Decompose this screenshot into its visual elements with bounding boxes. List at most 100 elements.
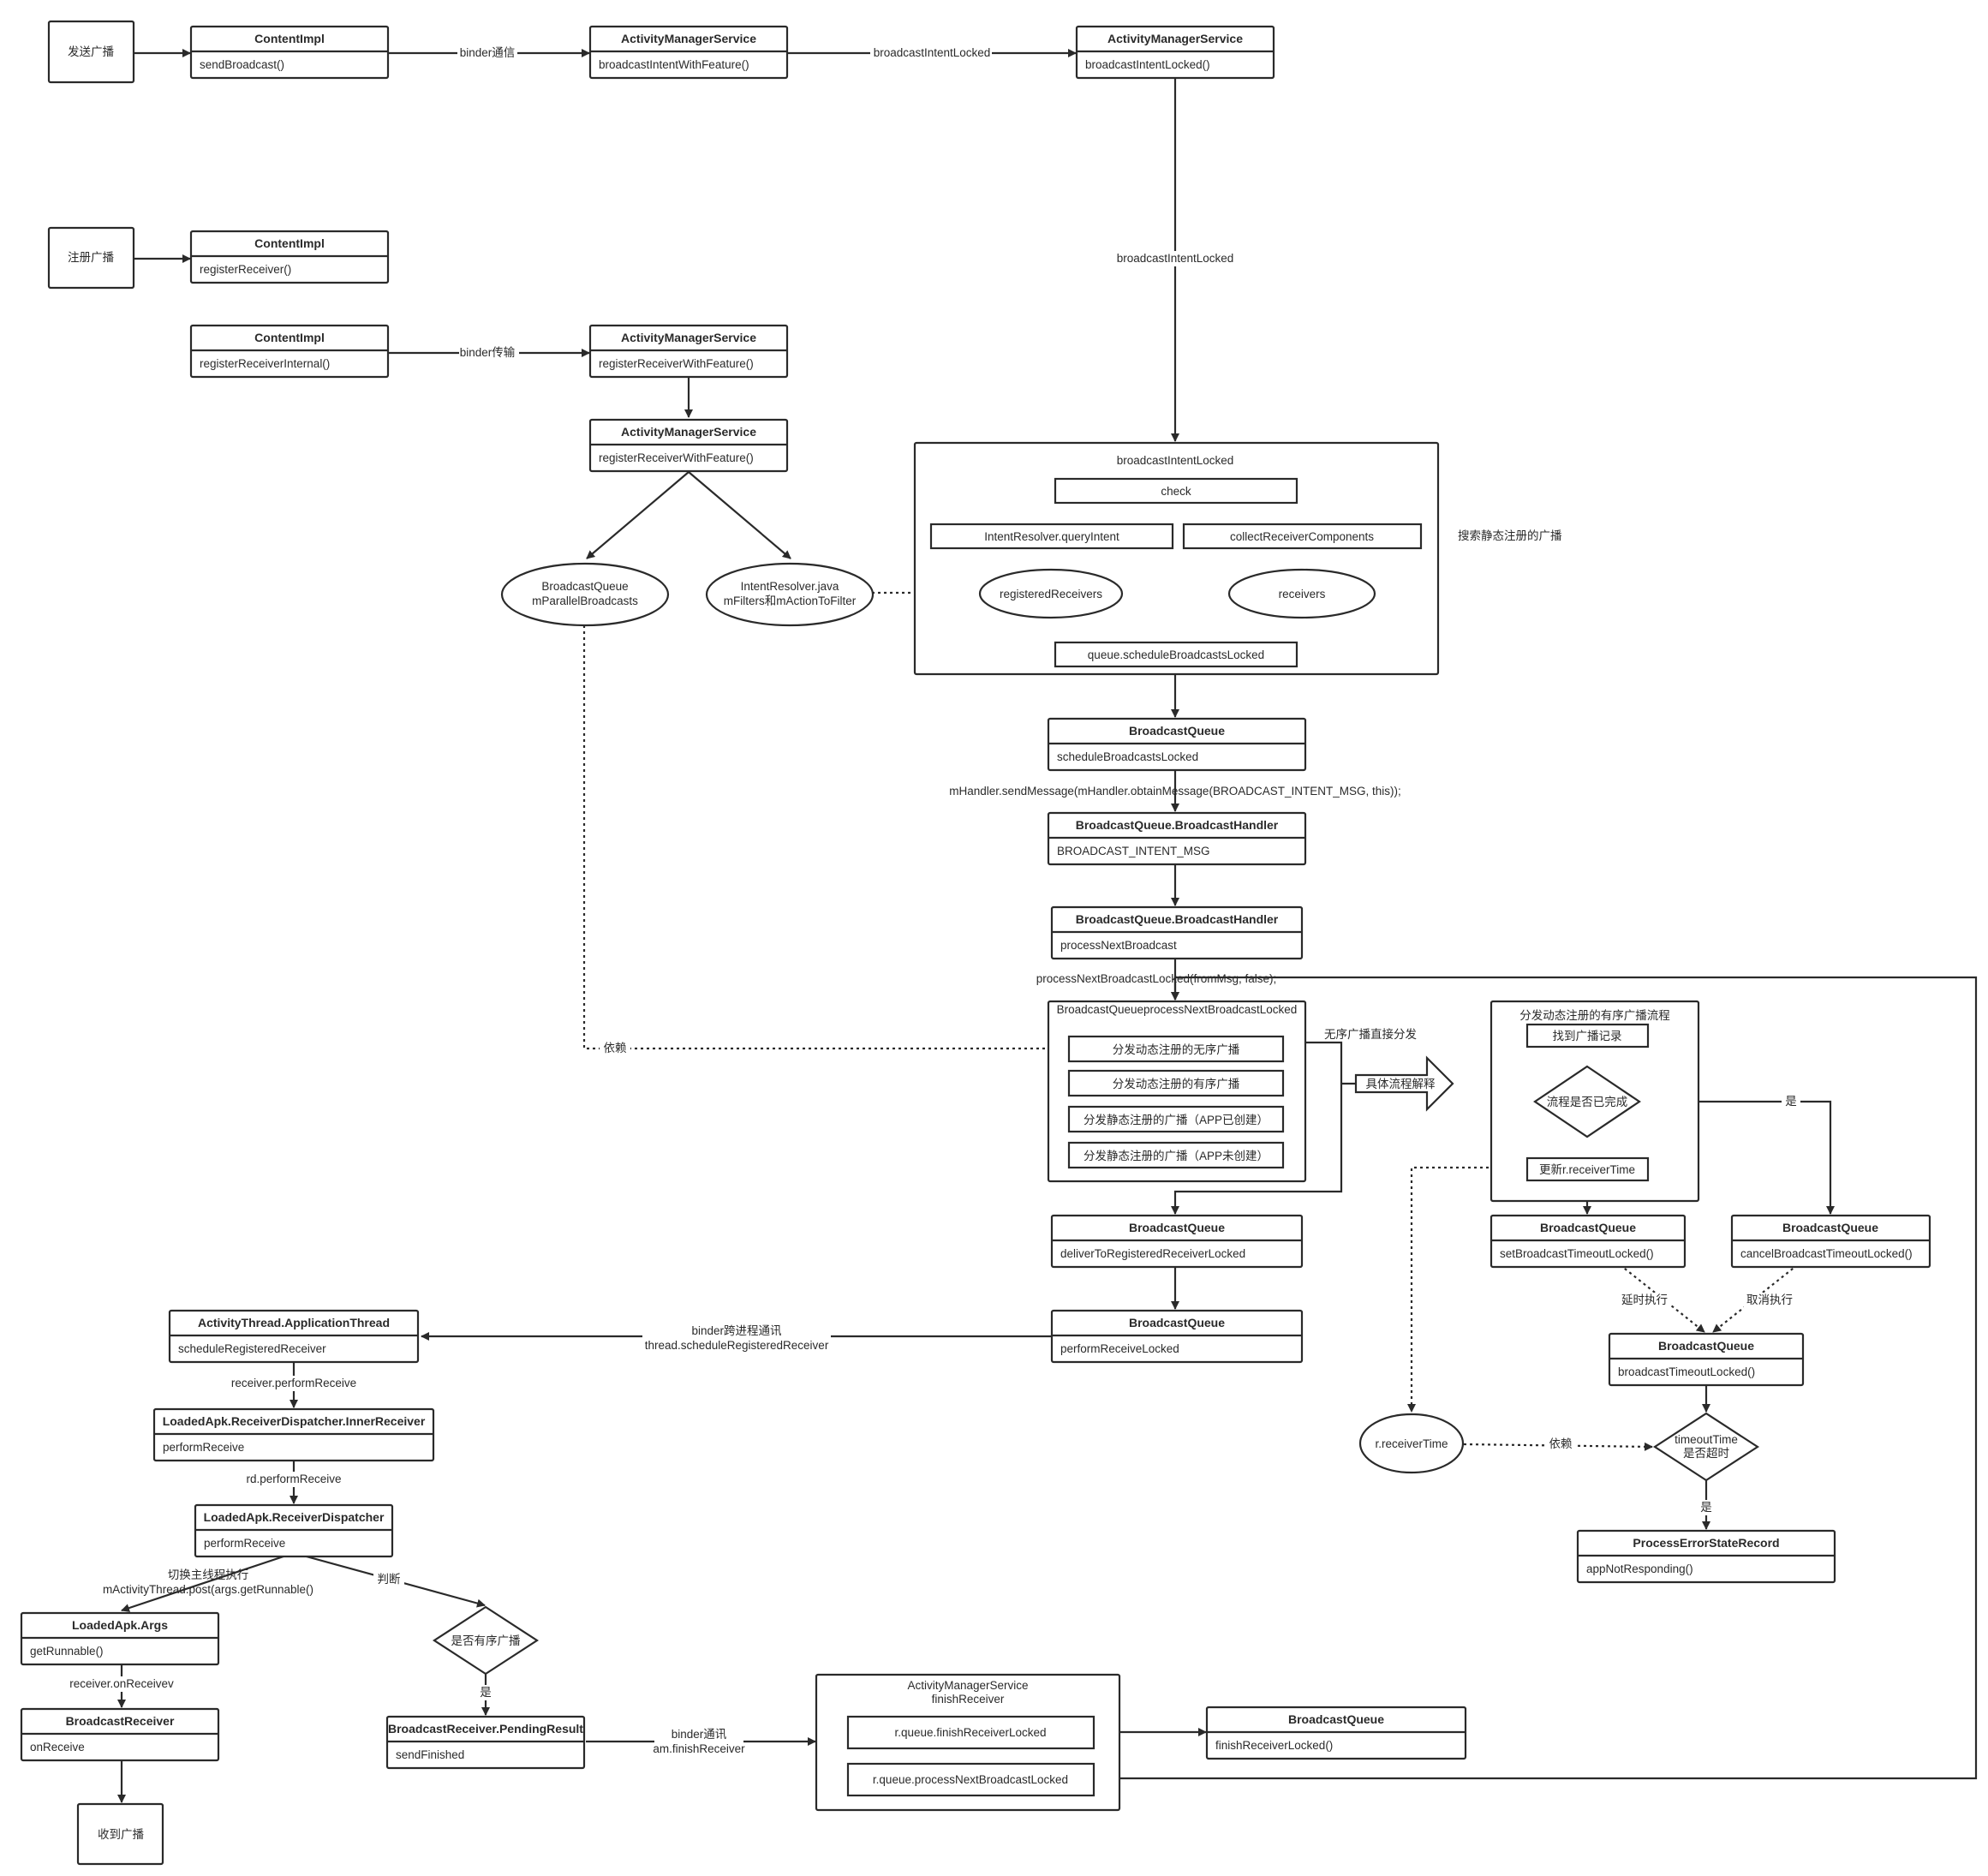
register-broadcast-node: 注册广播 (47, 226, 135, 290)
svg-text:BroadcastReceiver.PendingResul: BroadcastReceiver.PendingResult (388, 1722, 583, 1736)
pnb-item-2: 分发动态注册的有序广播 (1113, 1078, 1240, 1090)
svg-text:BroadcastQueue: BroadcastQueue (1782, 1221, 1878, 1234)
svg-text:mFilters和mActionToFilter: mFilters和mActionToFilter (724, 594, 857, 607)
find-record-node: 找到广播记录 (1553, 1030, 1622, 1043)
query-intent-node: IntentResolver.queryIntent (984, 530, 1119, 543)
svg-text:具体流程解释: 具体流程解释 (1366, 1078, 1436, 1090)
svg-text:ContentImpl: ContentImpl (254, 32, 325, 45)
svg-text:sendFinished: sendFinished (396, 1748, 464, 1761)
svg-text:onReceive: onReceive (30, 1741, 85, 1754)
svg-text:IntentResolver.java: IntentResolver.java (741, 580, 839, 593)
edge-label-switch-main-1: 切换主线程执行 (168, 1568, 249, 1581)
svg-text:appNotResponding(): appNotResponding() (1586, 1562, 1693, 1575)
svg-text:ContentImpl: ContentImpl (254, 236, 325, 250)
svg-text:registerReceiver(): registerReceiver() (200, 263, 291, 276)
svg-text:是否超时: 是否超时 (1683, 1447, 1729, 1460)
ctx-send-node: ContentImpl sendBroadcast() (189, 25, 390, 80)
svg-text:broadcastTimeoutLocked(): broadcastTimeoutLocked() (1618, 1365, 1755, 1378)
bq-perform-node: BroadcastQueue performReceiveLocked (1050, 1309, 1304, 1364)
svg-text:LoadedApk.ReceiverDispatcher.I: LoadedApk.ReceiverDispatcher.InnerReceiv… (163, 1414, 426, 1428)
ctx-reg-node: ContentImpl registerReceiver() (189, 230, 390, 284)
svg-text:LoadedApk.Args: LoadedApk.Args (72, 1618, 168, 1632)
edge-labels: binder通信 broadcastIntentLocked broadcast… (67, 45, 1800, 1755)
svg-text:BroadcastQueue.BroadcastHandle: BroadcastQueue.BroadcastHandler (1076, 912, 1279, 926)
svg-text:scheduleRegisteredReceiver: scheduleRegisteredReceiver (178, 1342, 326, 1355)
edge-label-switch-main-2: mActivityThread.post(args.getRunnable() (103, 1583, 313, 1596)
svg-text:ActivityManagerService: ActivityManagerService (1107, 32, 1243, 45)
send-broadcast-node: 发送广播 (47, 20, 135, 84)
pnb-item-4: 分发静态注册的广播（APP未创建） (1084, 1150, 1269, 1162)
at-app-thread-node: ActivityThread.ApplicationThread schedul… (168, 1309, 420, 1364)
is-timeout-diamond: timeoutTime 是否超时 (1652, 1412, 1760, 1482)
svg-text:registerReceiverInternal(): registerReceiverInternal() (200, 357, 330, 370)
bq-timeout-node: BroadcastQueue broadcastTimeoutLocked() (1608, 1332, 1805, 1387)
svg-text:ActivityManagerService: ActivityManagerService (907, 1679, 1028, 1692)
args-node: LoadedApk.Args getRunnable() (20, 1611, 220, 1666)
svg-text:BroadcastQueue: BroadcastQueue (1658, 1339, 1754, 1353)
edge-label-rd-perform: rd.performReceive (246, 1473, 341, 1485)
receiver-dispatcher-node: LoadedApk.ReceiverDispatcher performRece… (194, 1503, 394, 1558)
svg-text:BroadcastReceiver: BroadcastReceiver (66, 1714, 175, 1728)
svg-text:BroadcastQueue: BroadcastQueue (1129, 1316, 1225, 1329)
update-time-node: 更新r.receiverTime (1539, 1163, 1635, 1176)
svg-text:finishReceiverLocked(): finishReceiverLocked() (1215, 1739, 1333, 1752)
edge-label-binder-ipc-1: binder跨进程通讯 (691, 1324, 782, 1337)
edge-label-binder-ipc-2: thread.scheduleRegisteredReceiver (645, 1339, 829, 1352)
svg-text:broadcastIntentWithFeature(): broadcastIntentWithFeature() (599, 58, 749, 71)
ams-send-node: ActivityManagerService broadcastIntentWi… (588, 25, 789, 80)
svg-text:getRunnable(): getRunnable() (30, 1645, 104, 1658)
intent-resolver-ellipse: IntentResolver.java mFilters和mActionToFi… (705, 562, 875, 627)
svg-text:注册广播: 注册广播 (68, 251, 114, 264)
ams-reg-2-node: ActivityManagerService registerReceiverW… (588, 418, 789, 473)
broadcast-receiver-node: BroadcastReceiver onReceive (20, 1707, 220, 1762)
edge-label-binder-finish-2: am.finishReceiver (653, 1742, 745, 1755)
is-ordered-diamond: 是否有序广播 (432, 1605, 540, 1676)
svg-text:BroadcastQueue: BroadcastQueue (1540, 1221, 1636, 1234)
svg-text:registerReceiverWithFeature(): registerReceiverWithFeature() (599, 451, 754, 464)
svg-text:BroadcastQueue: BroadcastQueue (541, 580, 628, 593)
edge-label-delay-exec: 延时执行 (1621, 1293, 1668, 1306)
svg-text:BroadcastQueueprocessNextBroad: BroadcastQueueprocessNextBroadcastLocked (1057, 1003, 1298, 1016)
svg-text:broadcastIntentLocked(): broadcastIntentLocked() (1085, 58, 1210, 71)
edge-label-yes: 是 (1785, 1095, 1797, 1108)
edge-label-depends-2: 依赖 (1549, 1437, 1573, 1450)
edge-label-binder-comm: binder通信 (460, 46, 516, 59)
edge-label-receiver-perform: receiver.performReceive (231, 1377, 356, 1389)
svg-text:BroadcastQueue: BroadcastQueue (1129, 1221, 1225, 1234)
svg-text:BroadcastQueue: BroadcastQueue (1129, 724, 1225, 738)
finish-item-node: r.queue.finishReceiverLocked (894, 1726, 1046, 1739)
bil-group: broadcastIntentLocked check IntentResolv… (913, 441, 1440, 676)
bq-cancel-timeout-node: BroadcastQueue cancelBroadcastTimeoutLoc… (1730, 1214, 1931, 1269)
pnb-item-1: 分发动态注册的无序广播 (1113, 1043, 1240, 1056)
static-search-note: 搜索静态注册的广播 (1458, 529, 1562, 542)
edge-label-binder-finish-1: binder通讯 (672, 1728, 727, 1741)
edge-label-depends: 依赖 (604, 1042, 628, 1055)
bq-handler-1-node: BroadcastQueue.BroadcastHandler BROADCAS… (1047, 811, 1307, 866)
bq-handler-2-node: BroadcastQueue.BroadcastHandler processN… (1050, 905, 1304, 960)
finish-receiver-group: ActivityManagerService finishReceiver r.… (815, 1673, 1121, 1812)
bq-parallel-ellipse: BroadcastQueue mParallelBroadcasts (500, 562, 670, 627)
bq-set-timeout-node: BroadcastQueue setBroadcastTimeoutLocked… (1490, 1214, 1687, 1269)
svg-text:ProcessErrorStateRecord: ProcessErrorStateRecord (1633, 1536, 1779, 1550)
pnb-item-3: 分发静态注册的广播（APP已创建） (1084, 1114, 1269, 1126)
svg-text:broadcastIntentLocked: broadcastIntentLocked (1117, 454, 1234, 467)
edge-label-yes-3: 是 (480, 1686, 492, 1699)
pesr-node: ProcessErrorStateRecord appNotResponding… (1576, 1529, 1836, 1584)
svg-text:分发动态注册的有序广播流程: 分发动态注册的有序广播流程 (1519, 1009, 1670, 1022)
edge-label-unordered-direct: 无序广播直接分发 (1324, 1027, 1417, 1041)
svg-text:BROADCAST_INTENT_MSG: BROADCAST_INTENT_MSG (1057, 845, 1210, 857)
svg-text:performReceive: performReceive (204, 1537, 285, 1550)
bq-finish-node: BroadcastQueue finishReceiverLocked() (1205, 1706, 1467, 1760)
svg-text:mParallelBroadcasts: mParallelBroadcasts (532, 594, 638, 607)
ordered-flow-group: 分发动态注册的有序广播流程 找到广播记录 流程是否已完成 更新r.receive… (1490, 1000, 1700, 1203)
edge-label-judge: 判断 (378, 1573, 401, 1586)
check-node: check (1161, 485, 1191, 498)
edge-label-bil-2: broadcastIntentLocked (1117, 252, 1234, 265)
ams-reg-1-node: ActivityManagerService registerReceiverW… (588, 324, 789, 379)
pnb-group: BroadcastQueueprocessNextBroadcastLocked… (1047, 1000, 1307, 1183)
edge-label-yes-2: 是 (1700, 1501, 1712, 1514)
pending-result-node: BroadcastReceiver.PendingResult sendFini… (385, 1715, 586, 1770)
svg-text:setBroadcastTimeoutLocked(): setBroadcastTimeoutLocked() (1500, 1247, 1654, 1260)
edge-label-bil: broadcastIntentLocked (874, 46, 991, 59)
